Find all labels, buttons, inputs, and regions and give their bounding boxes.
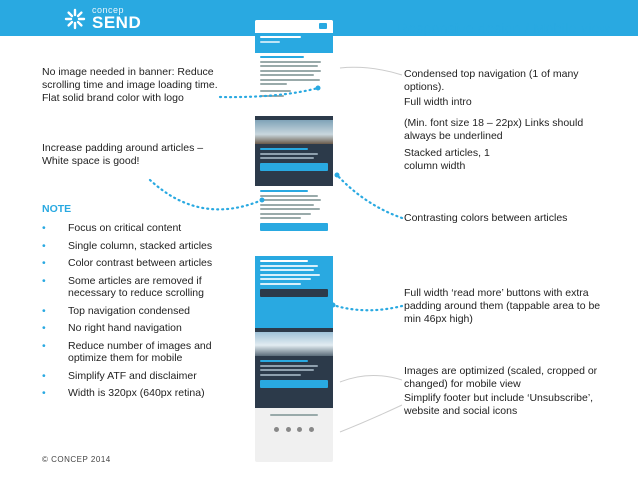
mockup-article-image xyxy=(255,332,333,356)
list-item: • Single column, stacked articles xyxy=(42,240,227,253)
connector-nav xyxy=(339,66,403,76)
mockup-intro xyxy=(255,53,333,116)
bullet-icon: • xyxy=(42,369,46,382)
mockup-article-blue xyxy=(255,256,333,328)
notes-title: NOTE xyxy=(42,203,72,215)
mockup-article-dark xyxy=(255,116,333,186)
mockup-read-more-button xyxy=(260,288,328,297)
nav-note: Condensed top navigation (1 of many opti… xyxy=(404,68,579,93)
list-item-text: No right hand navigation xyxy=(68,322,182,334)
mobile-email-mockup xyxy=(255,20,333,462)
notes-section: NOTE • Focus on critical content • Single … xyxy=(42,203,227,405)
intro-note: Full width intro xyxy=(404,96,472,108)
connector-dot xyxy=(334,172,340,178)
banner-note: No image needed in banner: Reduce scroll… xyxy=(42,66,222,105)
list-item-text: Width is 320px (640px retina) xyxy=(68,387,205,399)
contrast-note: Contrasting colors between articles xyxy=(404,212,568,224)
list-item: • Simplify ATF and disclaimer xyxy=(42,370,227,383)
copyright: © CONCEP 2014 xyxy=(42,455,111,464)
mockup-article-light xyxy=(255,186,333,256)
list-item-text: Reduce number of images and optimize the… xyxy=(68,339,212,365)
connector-images xyxy=(339,374,403,383)
mockup-menu-icon xyxy=(319,23,327,29)
concep-asterisk-icon xyxy=(64,8,86,30)
social-icon xyxy=(285,427,291,432)
mockup-article-dark-2 xyxy=(255,328,333,408)
bullet-icon: • xyxy=(42,304,46,317)
images-note: Images are optimized (scaled, cropped or… xyxy=(404,365,598,390)
stacked-note: Stacked articles, 1 column width xyxy=(404,147,490,172)
list-item-text: Single column, stacked articles xyxy=(68,239,213,252)
list-item-text: Focus on critical content xyxy=(68,222,182,234)
notes-list: • Focus on critical content • Single colum… xyxy=(42,222,227,400)
bullet-icon: • xyxy=(42,257,46,269)
list-item: • Top navigation condensed xyxy=(42,305,227,318)
logo-text-big: SEND xyxy=(92,13,142,32)
mockup-top-nav xyxy=(255,20,333,33)
footer-note: Simplify footer but include ‘Unsubscribe… xyxy=(404,392,594,417)
social-icon xyxy=(308,427,314,432)
connector-buttons xyxy=(331,303,404,312)
bullet-icon: • xyxy=(42,322,46,334)
list-item: • Color contrast between articles xyxy=(42,257,227,270)
social-icon xyxy=(274,427,280,432)
banner-note-text: No image needed in banner: Reduce scroll… xyxy=(42,66,218,104)
buttons-note: Full width ‘read more’ buttons with extr… xyxy=(404,287,601,325)
list-item: • Reduce number of images and optimize th… xyxy=(42,340,227,365)
connector-footer xyxy=(339,404,403,433)
mockup-footer xyxy=(255,408,333,443)
mockup-read-more-button xyxy=(260,163,328,171)
bullet-icon: • xyxy=(42,239,46,252)
list-item: • Width is 320px (640px retina) xyxy=(42,387,227,400)
social-icon xyxy=(297,427,303,432)
list-item-text: Top navigation condensed xyxy=(68,304,191,317)
list-item-text: Some articles are removed if necessary t… xyxy=(68,274,204,300)
list-item-text: Simplify ATF and disclaimer xyxy=(68,369,197,382)
mockup-banner xyxy=(255,33,333,53)
bullet-icon: • xyxy=(42,222,46,234)
list-item: • No right hand navigation xyxy=(42,322,227,335)
bullet-icon: • xyxy=(42,274,46,287)
padding-note: Increase padding around articles – White… xyxy=(42,142,227,168)
page-title: Responsive design / Mobile view xyxy=(397,20,610,36)
font-note: (Min. font size 18 – 22px) Links should … xyxy=(404,117,584,142)
list-item: • Some articles are removed if necessary … xyxy=(42,275,227,300)
list-item-text: Color contrast between articles xyxy=(68,257,213,269)
bullet-icon: • xyxy=(42,339,46,352)
mockup-read-more-button xyxy=(260,379,328,388)
list-item: • Focus on critical content xyxy=(42,222,227,235)
mockup-read-more-button xyxy=(260,223,328,231)
mockup-article-image xyxy=(255,120,333,144)
bullet-icon: • xyxy=(42,387,46,399)
logo-text-small: concep xyxy=(92,5,125,15)
logo: concep SEND xyxy=(64,4,184,34)
padding-note-text: Increase padding around articles – White… xyxy=(42,142,204,167)
connector-contrast xyxy=(335,173,404,220)
